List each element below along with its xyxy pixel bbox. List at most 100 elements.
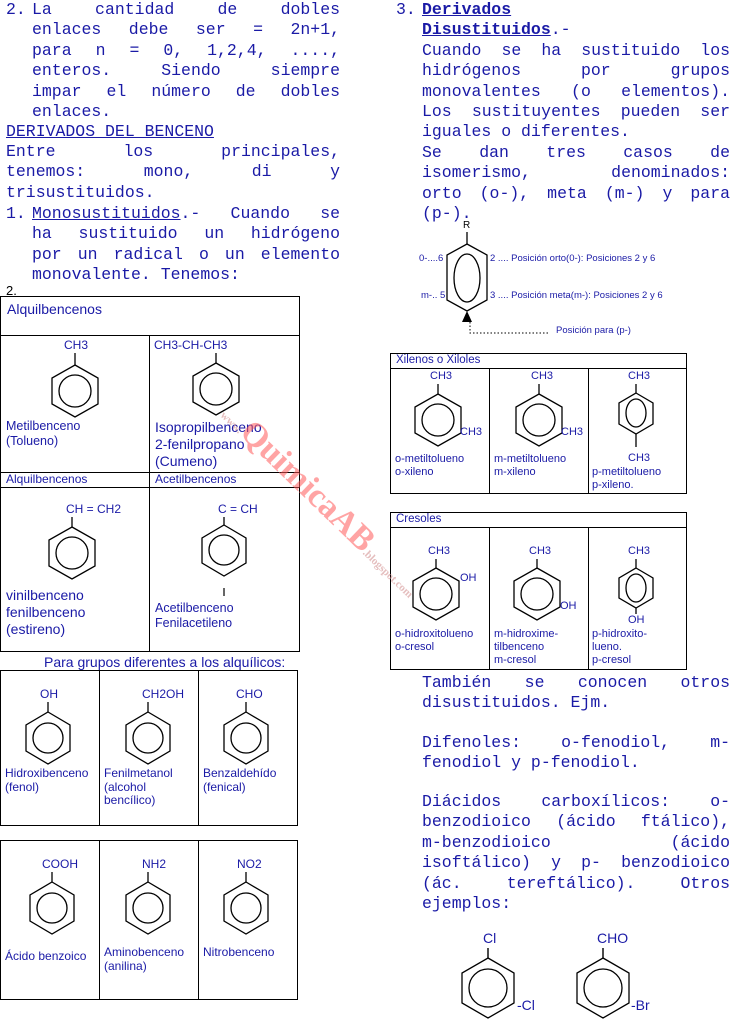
xylenes-header-box: Xilenos o Xiloles: [390, 353, 687, 369]
benzoic-acid-name: Ácido benzoico: [5, 949, 87, 964]
o-xylene-top: CH3: [430, 370, 453, 382]
nitrobenzene-name-line: Nitrobenceno: [203, 945, 275, 959]
p-cresol-name-line: lueno.: [592, 641, 622, 653]
xylenes-header: Xilenos o Xiloles: [396, 354, 481, 366]
cumene-name-line: 2-fenilpropano: [155, 436, 245, 452]
diagram-ortho-right: 2 .... Posición orto(0-): Posiciones 2 y…: [490, 253, 656, 264]
p-xylene-name-line: p-metiltolueno: [592, 466, 662, 478]
styrene-name-line: vinilbenceno: [6, 587, 84, 603]
item-3-line: orto (o-), meta (m-) y para: [422, 183, 730, 203]
item-3-first-line: Derivados Disustituidos.-: [422, 0, 730, 41]
difenoles-line: Difenoles: o-fenodiol, m-: [422, 733, 730, 752]
cresols-header: Cresoles: [396, 513, 442, 525]
item-1: 1. Monosustituidos.- Cuando se ha sustit…: [6, 204, 340, 286]
item-1-rest: .- Cuando se: [180, 204, 340, 223]
example-1-side: -Cl: [517, 997, 535, 1013]
diagram-para-label: Posición para (p-): [556, 325, 631, 336]
table2-structures: [25, 702, 269, 765]
o-xylene-name-line: o-metiltolueno: [395, 453, 465, 465]
diacidos-paragraph: Diácidos carboxílicos: o- benzodioico (á…: [422, 792, 730, 914]
o-xylene-ring: [414, 384, 462, 447]
item-3-line: hidrógenos por grupos: [422, 61, 730, 81]
p-xylene-top: CH3: [628, 370, 651, 382]
styrene-structure: [48, 517, 96, 580]
p-cresol-top: CH3: [628, 545, 651, 557]
table3-structures: [29, 872, 269, 935]
phenol-name-line: (fenol): [5, 779, 40, 794]
p-cresol-name-line: p-cresol: [592, 654, 632, 666]
also-line: También se conocen otros: [422, 673, 730, 692]
cresols-cell-para: [588, 527, 687, 670]
item-3-line: Se dan tres casos de: [422, 142, 730, 162]
phenylacetylene-name: Acetilbenceno Fenilacetileno: [155, 601, 234, 631]
phenylacetylene-name-line: Acetilbenceno: [155, 601, 234, 615]
item-2-line: enlaces.: [32, 102, 112, 122]
examples-structures: [461, 948, 630, 1019]
intro-paragraph: Entre los principales, tenemos: mono, di…: [6, 142, 340, 203]
benzaldehyde-name-line: Benzaldehído: [203, 766, 277, 780]
item-3-line: Cuando se ha sustituido los: [422, 40, 730, 60]
intro-line: tenemos: mono, di y: [6, 162, 340, 182]
benzaldehyde-ring: [223, 702, 269, 765]
diagram-meta-right: 3 .... Posición meta(m-): Posiciones 2 y…: [490, 290, 663, 301]
item-3-line: Los sustituyentes pueden ser: [422, 102, 730, 122]
alkylbenzenes-header: Alquilbencenos: [7, 301, 102, 317]
cumene-substituent: CH3-CH-CH3: [154, 338, 228, 352]
stray-number: 2.: [6, 283, 17, 298]
aniline-substituent: NH2: [142, 857, 167, 871]
cumene-structure: [192, 353, 240, 416]
aniline-name: Aminobenceno (anilina): [104, 945, 185, 973]
benzyl-alcohol-ring: [125, 702, 171, 765]
toluene-name-line: Metilbenceno: [6, 419, 81, 433]
item-2-line: enlaces debe ser = 2n+1,: [32, 20, 340, 40]
diagram-r-label: R: [463, 220, 471, 231]
benzyl-alcohol-name-line: (alcohol: [104, 779, 147, 794]
o-cresol-name-line: o-cresol: [395, 641, 435, 653]
cresols-header-box: Cresoles: [390, 512, 687, 528]
toluene-name-line: (Tolueno): [6, 434, 59, 448]
benzoic-acid-ring: [29, 872, 75, 935]
p-cresol-name: p-hidroxito- lueno. p-cresol: [592, 628, 647, 667]
o-cresol-name-line: o-hidroxitolueno: [395, 628, 474, 640]
p-xylene-name-line: p-xileno.: [592, 479, 634, 491]
toluene-structure: [51, 353, 99, 418]
m-xylene-side: CH3: [561, 426, 584, 438]
section-title: DERIVADOS DEL BENCENO: [6, 122, 214, 141]
item-1-first-line: Monosustituidos.- Cuando se: [32, 204, 340, 224]
example-1-ring: [461, 948, 515, 1019]
benzyl-alcohol-name-line: bencílico): [104, 793, 156, 807]
cumene-name-line: Isopropilbenceno: [155, 419, 262, 435]
subheader-acetylbenzenes: Acetilbencenos: [155, 472, 237, 486]
p-xylene-name: p-metiltolueno p-xileno.: [592, 466, 661, 492]
o-xylene-side: CH3: [460, 426, 483, 438]
diacidos-line: ejemplos:: [422, 894, 512, 914]
item-1-term: Monosustituidos: [32, 204, 181, 223]
benzoic-acid-name-line: Ácido benzoico: [5, 949, 87, 963]
acetylene-substituent: C = CH: [218, 502, 258, 516]
m-cresol-name-line: m-hidroxime-: [494, 628, 559, 640]
item-3: 3. Derivados Disustituidos.- Cuando se h…: [396, 0, 730, 224]
phenylacetylene-name-line: Fenilacetileno: [155, 616, 233, 630]
diacidos-line: (ác. tereftálico). Otros: [422, 873, 730, 893]
diacidos-line: benzodioico (ácido ftálico),: [422, 812, 730, 832]
m-cresol-name-line: m-cresol: [494, 654, 537, 666]
m-cresol-name-line: tilbenceno: [494, 641, 545, 653]
styrene-name: vinilbenceno fenilbenceno (estireno): [6, 587, 85, 638]
o-cresol-ring: [412, 559, 460, 621]
aniline-name-line: Aminobenceno: [104, 945, 185, 959]
item-3-line: iguales o diferentes.: [422, 122, 630, 142]
item-3-line: isomerismo, denominados:: [422, 163, 730, 183]
difenoles-line: fenodiol y p-fenodiol.: [422, 753, 640, 773]
benzaldehyde-name: Benzaldehído (fenical): [203, 766, 277, 794]
item-1-line: ha sustituido un hidrógeno: [32, 224, 340, 244]
item-1-number: 1.: [6, 204, 26, 223]
item-1-line: por un radical o un elemento: [32, 244, 340, 264]
intro-line: Entre los principales,: [6, 142, 340, 161]
example-2-ring: [576, 948, 630, 1019]
item-3-term: Derivados Disustituidos: [422, 0, 551, 40]
item-2-line: para n = 0, 1,2,4, ....,: [32, 40, 340, 60]
item-2-number: 2.: [6, 0, 26, 19]
example-2-side: -Br: [631, 997, 650, 1013]
m-xylene-ring: [515, 384, 563, 447]
phenol-substituent: OH: [40, 687, 58, 701]
